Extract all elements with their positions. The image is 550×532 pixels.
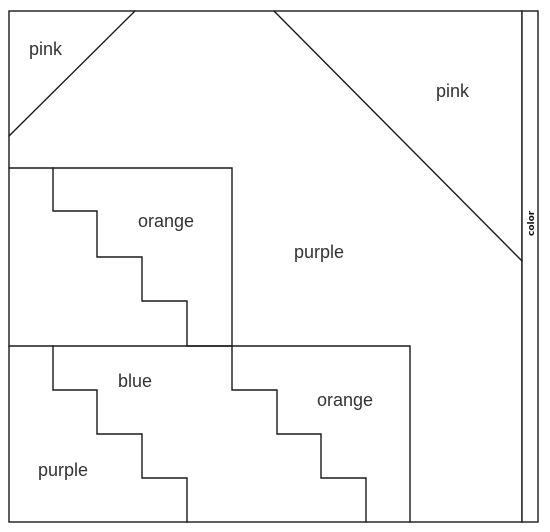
label-pink-top-left: pink xyxy=(29,39,63,59)
label-orange-upper: orange xyxy=(138,211,194,231)
label-purple-bottom-left: purple xyxy=(38,460,88,480)
label-pink-top-right: pink xyxy=(436,81,470,101)
pink-top-right-edge xyxy=(273,10,523,262)
side-tab-label: color xyxy=(527,210,537,236)
side-tab-strip xyxy=(521,10,539,523)
upper-block-outline xyxy=(8,167,233,347)
label-blue-lower-left: blue xyxy=(118,371,152,391)
upper-staircase xyxy=(52,167,367,523)
label-purple-middle: purple xyxy=(294,242,344,262)
pink-top-left-edge xyxy=(8,10,136,137)
lower-staircase xyxy=(52,345,188,523)
lower-block-outline xyxy=(8,345,411,523)
label-orange-lower: orange xyxy=(317,390,373,410)
